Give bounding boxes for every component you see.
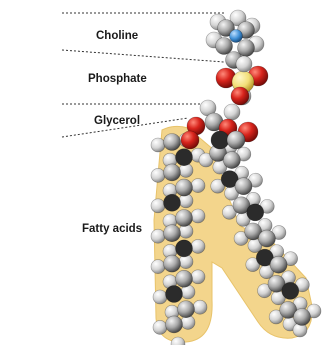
carbon-atom xyxy=(164,225,181,242)
oxygen-atom xyxy=(181,131,199,149)
nitrogen-atom xyxy=(230,30,243,43)
hydrogen-atom xyxy=(151,168,165,182)
hydrogen-atom xyxy=(151,229,165,243)
hydrogen-atom xyxy=(224,104,240,120)
carbon-atom xyxy=(176,240,193,257)
carbon-atom xyxy=(223,152,240,169)
divider-choline-phosphate xyxy=(62,50,224,62)
hydrogen-atom xyxy=(151,199,165,213)
carbon-atom xyxy=(176,149,193,166)
hydrogen-atom xyxy=(151,138,165,152)
carbon-atom xyxy=(227,131,245,149)
carbon-atom xyxy=(176,210,193,227)
carbon-atom xyxy=(164,134,181,151)
carbon-atom xyxy=(294,309,311,326)
carbon-atom xyxy=(211,131,229,149)
carbon-atom xyxy=(164,194,181,211)
hydrogen-atom xyxy=(153,320,167,334)
carbon-atom xyxy=(178,301,195,318)
carbon-atom xyxy=(176,270,193,287)
hydrogen-atom xyxy=(191,239,205,253)
molecule-atoms xyxy=(151,10,321,345)
carbon-atom xyxy=(270,256,287,273)
carbon-atom xyxy=(216,38,233,55)
carbon-atom xyxy=(282,282,299,299)
carbon-atom xyxy=(247,204,264,221)
hydrogen-atom xyxy=(191,209,205,223)
carbon-atom xyxy=(176,179,193,196)
carbon-atom xyxy=(258,230,275,247)
label-fatty-acids: Fatty acids xyxy=(82,223,142,235)
carbon-atom xyxy=(166,316,183,333)
hydrogen-atom xyxy=(193,300,207,314)
hydrogen-atom xyxy=(236,56,252,72)
label-phosphate: Phosphate xyxy=(88,73,147,85)
carbon-atom xyxy=(166,286,183,303)
hydrogen-atom xyxy=(151,260,165,274)
carbon-atom xyxy=(164,255,181,272)
carbon-atom xyxy=(235,178,252,195)
hydrogen-atom xyxy=(153,290,167,304)
label-choline: Choline xyxy=(96,30,138,42)
label-glycerol: Glycerol xyxy=(94,115,140,127)
hydrogen-atom xyxy=(191,179,205,193)
carbon-atom xyxy=(164,164,181,181)
oxygen-atom xyxy=(231,87,249,105)
hydrogen-atom xyxy=(191,270,205,284)
